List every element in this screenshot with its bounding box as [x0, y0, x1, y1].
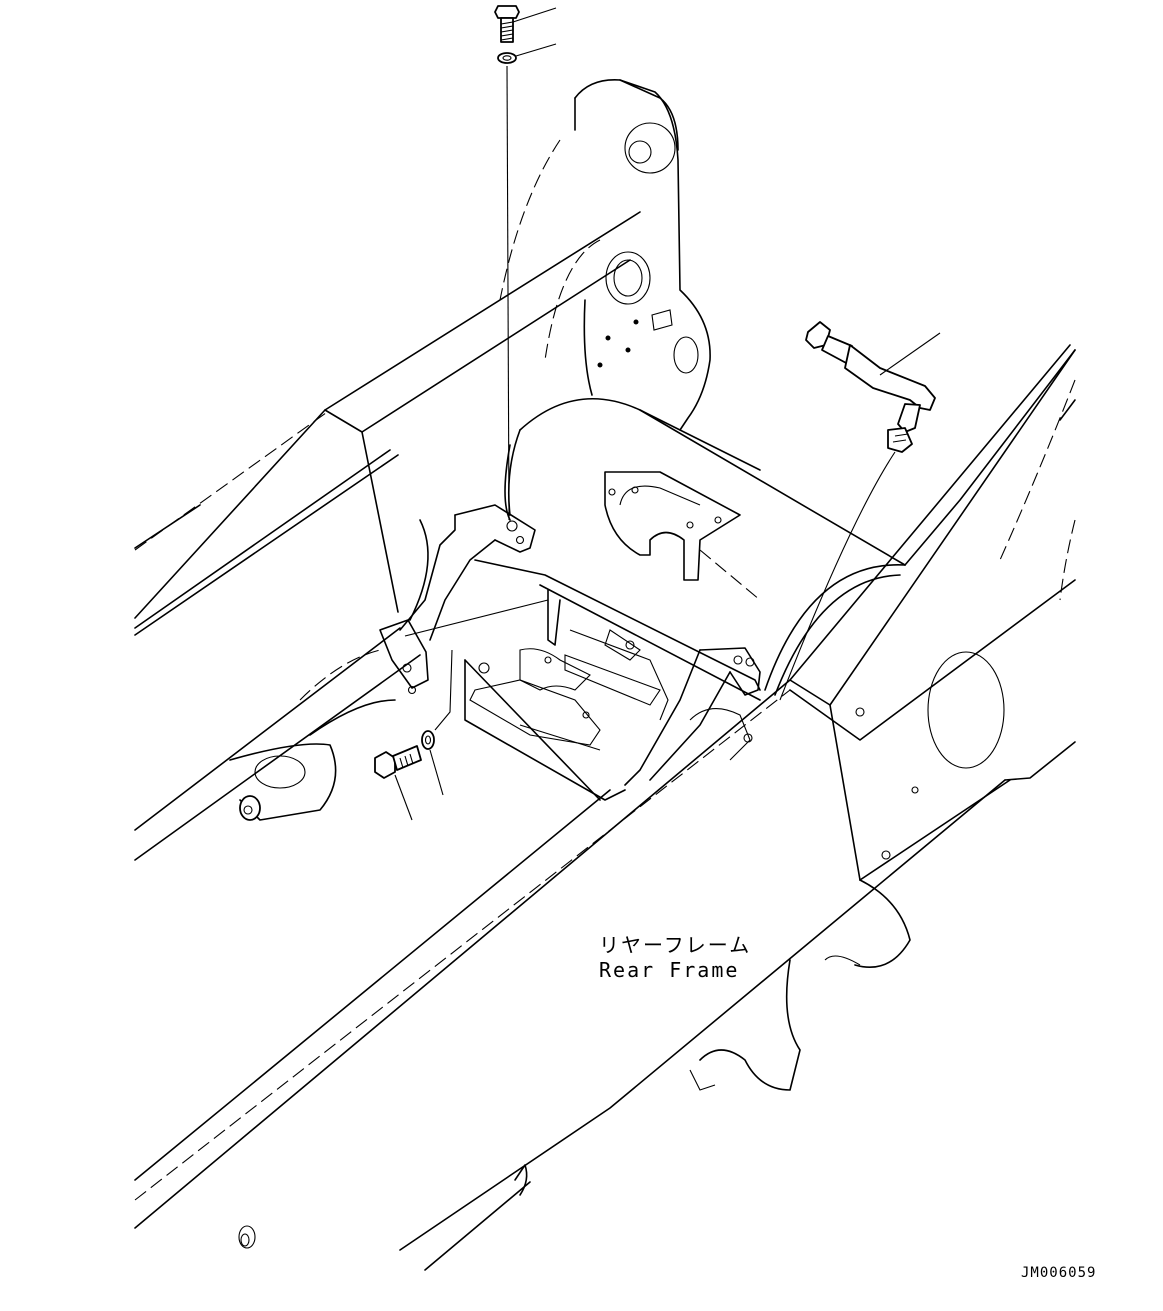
- part-name-japanese: リヤーフレーム: [599, 933, 752, 957]
- hex-bolt-icon[interactable]: [374, 745, 422, 779]
- center-bracket-assembly: [379, 504, 761, 801]
- washer-icon[interactable]: [497, 52, 517, 64]
- top-bolt-washer-group[interactable]: [494, 5, 557, 521]
- cross-member-cylinder: [504, 398, 906, 696]
- washer-icon[interactable]: [421, 730, 435, 750]
- drawing-number: JM006059: [1021, 1265, 1097, 1281]
- lower-bolt-washer-group[interactable]: [374, 599, 549, 821]
- articulation-tower: [499, 79, 711, 431]
- upper-left-frame-beam: [134, 211, 641, 861]
- main-rear-frame-beam: [134, 344, 1076, 1271]
- hose-icon[interactable]: [779, 321, 941, 701]
- hex-bolt-icon[interactable]: [494, 5, 520, 43]
- part-name-english: Rear Frame: [599, 958, 740, 982]
- lower-left-frame-detail: [229, 649, 396, 821]
